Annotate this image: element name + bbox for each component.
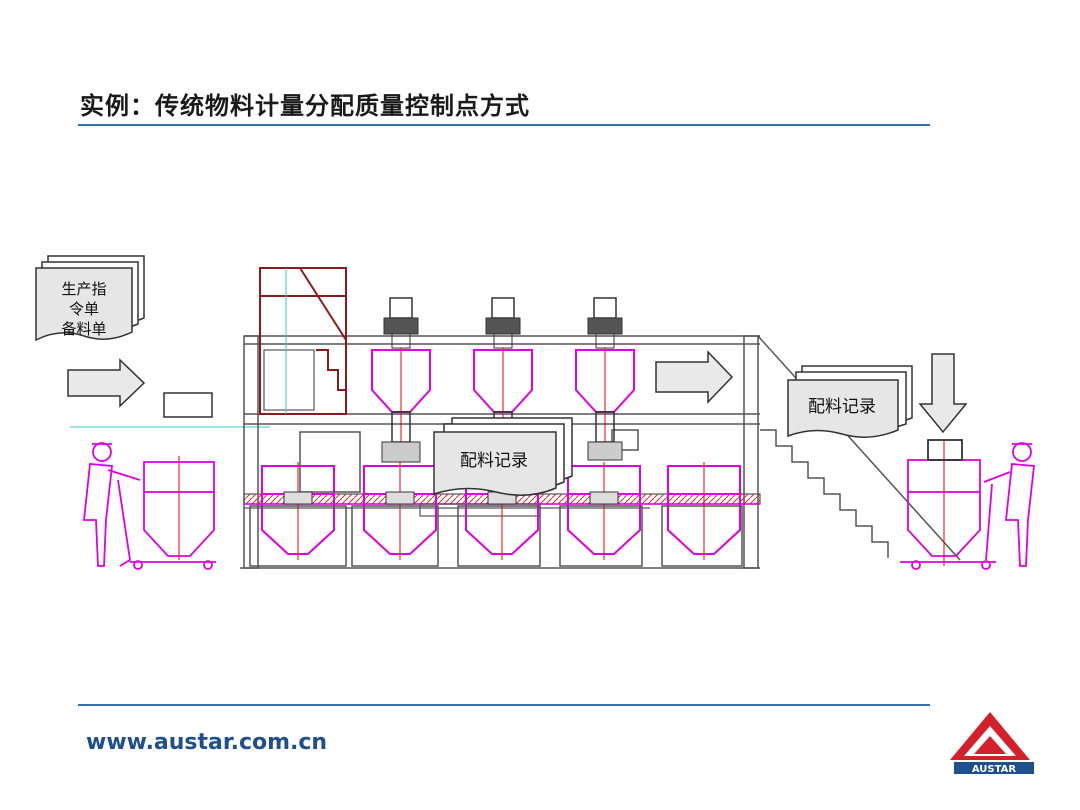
- arrow-right-2: [655, 350, 734, 404]
- order-line-1: 生产指: [61, 280, 106, 298]
- logo-text: AUSTAR: [972, 764, 1017, 775]
- small-box: [163, 392, 213, 418]
- footer-url-link[interactable]: www.austar.com.cn: [86, 730, 328, 755]
- title-divider: [78, 124, 930, 126]
- order-line-2: 令单: [69, 300, 99, 318]
- overhead-hoppers: [371, 297, 635, 463]
- order-line-3: 备料单: [61, 320, 106, 338]
- operator-left: [82, 442, 216, 570]
- dispensing-line-diagram: 生产指 令单 备料单: [35, 255, 1035, 570]
- record-center-label: 配料记录: [460, 451, 528, 471]
- arrow-down: [918, 353, 968, 434]
- stair-right: [757, 335, 961, 561]
- batching-record-document-right: 配料记录: [787, 365, 913, 438]
- footer-divider: [78, 704, 930, 706]
- operator-right: [900, 439, 1035, 570]
- austar-logo: AUSTAR: [950, 712, 1034, 775]
- slide-title: 实例：传统物料计量分配质量控制点方式: [80, 92, 530, 120]
- batching-record-document-center: 配料记录: [433, 417, 573, 496]
- production-order-document: 生产指 令单 备料单: [35, 255, 145, 342]
- record-right-label: 配料记录: [808, 397, 876, 417]
- arrow-right-1: [67, 358, 146, 408]
- stair-tower: [259, 267, 347, 415]
